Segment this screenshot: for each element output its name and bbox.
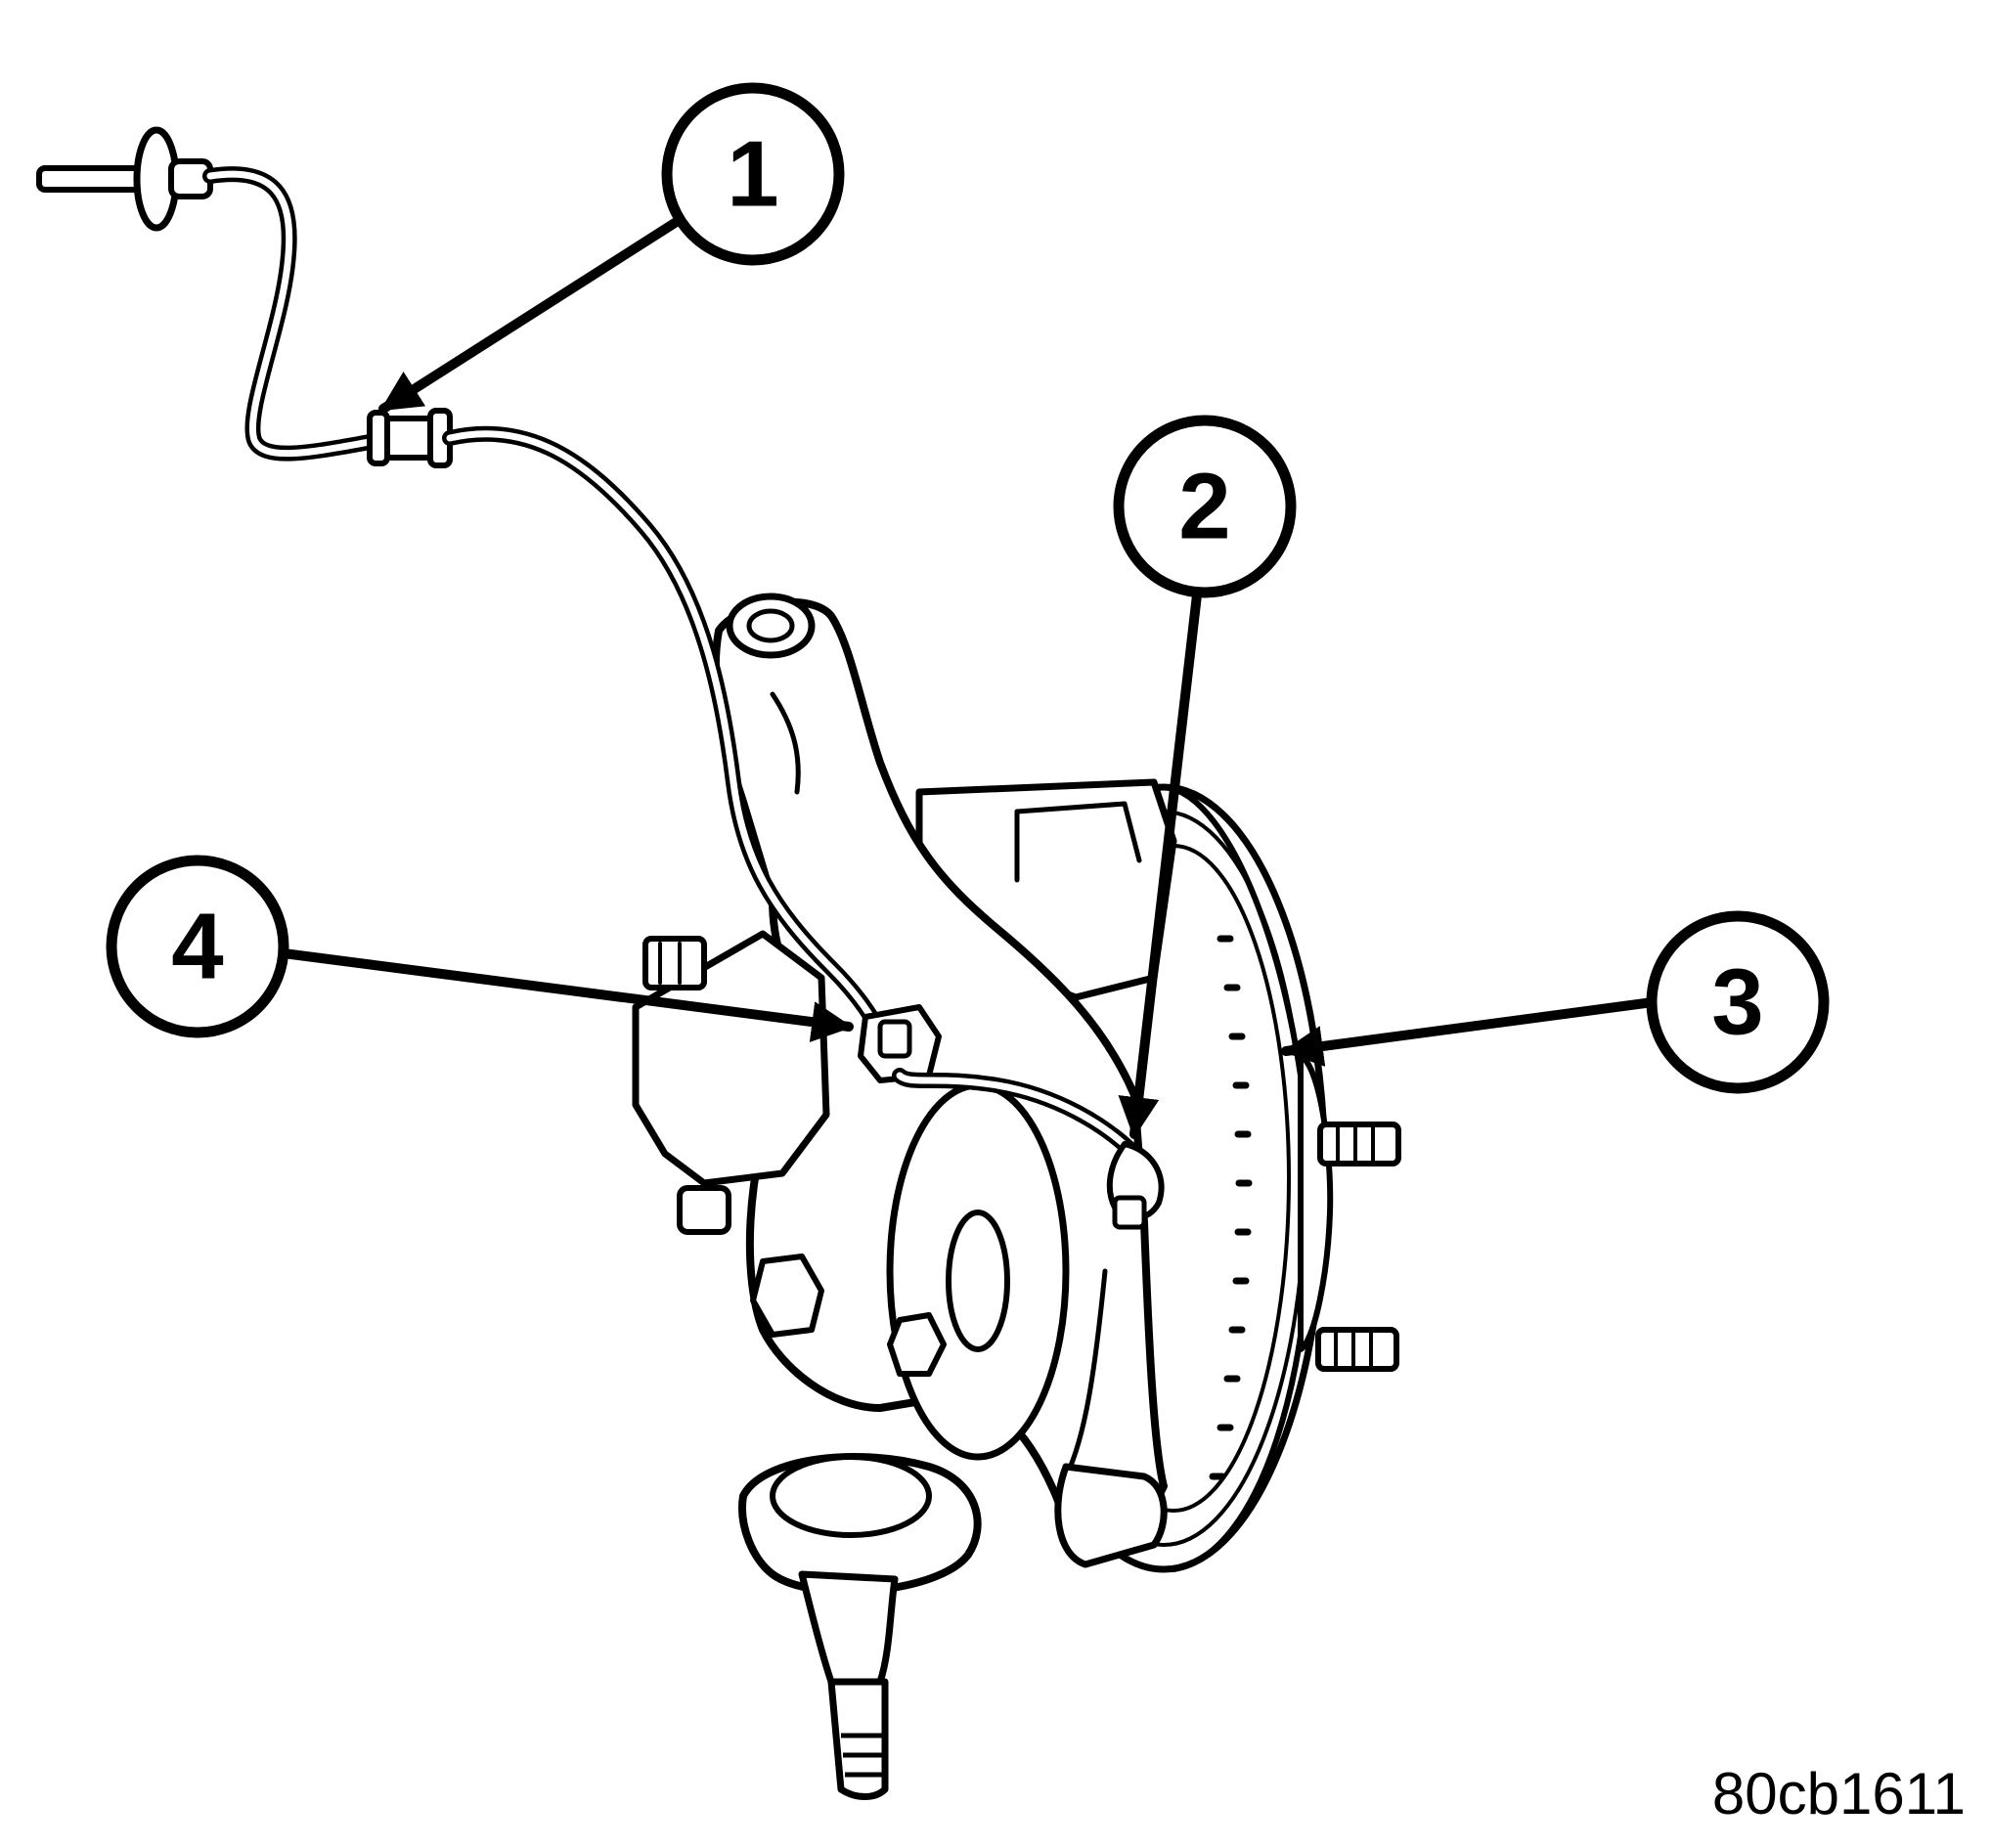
sensor-connector: [36, 126, 213, 232]
wheel-hub: [1298, 1053, 1401, 1372]
callout-4: 4: [106, 855, 289, 1038]
leader-3: [1281, 997, 1658, 1067]
steering-knuckle: [711, 593, 1168, 1568]
callout-1-label: 1: [727, 122, 778, 227]
wheel-stud: [1317, 1122, 1401, 1166]
callout-4-label: 4: [171, 895, 223, 999]
figure-code: 80cb1611: [1712, 1761, 1966, 1826]
leader-4: [279, 948, 854, 1042]
callout-leaders: [279, 218, 1658, 1139]
leader-2: [1118, 582, 1203, 1139]
callout-2-label: 2: [1178, 455, 1230, 559]
callout-3: 3: [1646, 910, 1830, 1094]
wheel-speed-sensor-harness: [36, 126, 1165, 1230]
rotor-vent-slots: [1209, 935, 1253, 1480]
cable-grommet: [367, 408, 453, 468]
callout-3-label: 3: [1711, 950, 1763, 1055]
leader-1: [378, 218, 680, 414]
wheel-stud: [1315, 1327, 1399, 1372]
wheel-speed-sensor-head: [1106, 1141, 1165, 1230]
callout-1: 1: [661, 82, 845, 266]
tie-rod-mount: [632, 930, 947, 1377]
callout-2: 2: [1113, 415, 1297, 598]
lower-ball-joint: [738, 1453, 982, 1800]
